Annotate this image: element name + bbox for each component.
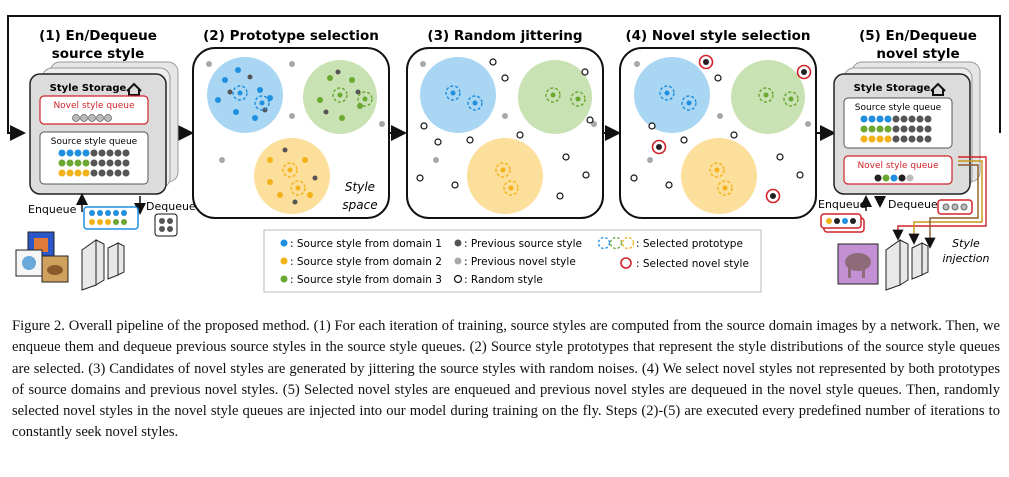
enqueued-novel-styles: [820, 213, 865, 233]
svg-text:: Selected novel style: : Selected novel style: [636, 258, 749, 270]
svg-text:Source style queue: Source style queue: [51, 137, 138, 147]
panel-prototype-selection: Style space: [192, 47, 390, 219]
svg-text:Novel style queue: Novel style queue: [857, 161, 939, 171]
home-icon: [126, 82, 142, 96]
svg-text:Novel style queue: Novel style queue: [53, 101, 135, 111]
legend: : Source style from domain 1 : Source st…: [263, 229, 762, 293]
step1-title: (1) En/Dequeue: [39, 28, 157, 44]
svg-text:: Selected prototype: : Selected prototype: [636, 238, 743, 250]
panel-random-jittering: [406, 47, 604, 219]
svg-text:: Source style from domain 3: : Source style from domain 3: [290, 274, 442, 286]
svg-text:: Random style: : Random style: [464, 274, 543, 286]
step2-title: (2) Prototype selection: [203, 28, 379, 44]
pipeline-figure: (1) En/Dequeue source style (2) Prototyp…: [7, 15, 1001, 293]
selected-novel-styles: [651, 54, 812, 204]
enqueue-label-5: Enqueue: [818, 198, 867, 211]
svg-text:: Source style from domain 2: : Source style from domain 2: [290, 256, 442, 268]
encoder-network-1: [81, 239, 125, 291]
target-image: [837, 243, 879, 285]
step4-title: (4) Novel style selection: [625, 28, 810, 44]
svg-text:Style: Style: [345, 180, 375, 194]
style-injection-label-2: injection: [943, 252, 990, 265]
style-storage-novel: Style Storage Source style queue Novel s…: [833, 61, 981, 195]
svg-text:: Previous novel style: : Previous novel style: [464, 256, 576, 268]
panel-novel-style-selection: [619, 47, 817, 219]
new-source-styles: [83, 206, 139, 230]
step5-title: (5) En/Dequeue: [859, 28, 977, 44]
style-storage-source: Style Storage Novel style queue Source s…: [29, 61, 179, 195]
step5-subtitle: novel style: [876, 46, 959, 62]
novel-style-queue: [39, 95, 149, 125]
home-icon: [930, 82, 946, 96]
svg-text:: Previous source style: : Previous source style: [464, 238, 582, 250]
svg-text:space: space: [342, 198, 377, 212]
source-style-queue-5: [843, 97, 953, 149]
novel-style-queue-5: [843, 155, 953, 185]
style-injection-label: Style: [952, 237, 980, 250]
source-domain-images: [15, 231, 69, 283]
feedback-loop-arrow: [7, 15, 1001, 141]
svg-text:: Source style from domain 1: : Source style from domain 1: [290, 238, 442, 250]
dequeue-label-1: Dequeue: [146, 200, 196, 213]
enqueue-label-1: Enqueue: [28, 203, 77, 216]
figure-caption: Figure 2. Overall pipeline of the propos…: [12, 318, 1000, 441]
dequeue-label-5: Dequeue: [888, 198, 938, 211]
svg-text:Style Storage: Style Storage: [50, 83, 127, 94]
source-style-queue: [39, 131, 149, 185]
step3-title: (3) Random jittering: [427, 28, 582, 44]
svg-text:Source style queue: Source style queue: [855, 103, 942, 113]
style-injection-arrows: [892, 156, 987, 249]
step1-subtitle: source style: [52, 46, 145, 62]
encoder-network-5: [885, 239, 929, 291]
dequeued-source-styles: [154, 213, 178, 237]
dequeued-novel-styles: [937, 199, 973, 215]
svg-text:Style Storage: Style Storage: [854, 83, 931, 94]
